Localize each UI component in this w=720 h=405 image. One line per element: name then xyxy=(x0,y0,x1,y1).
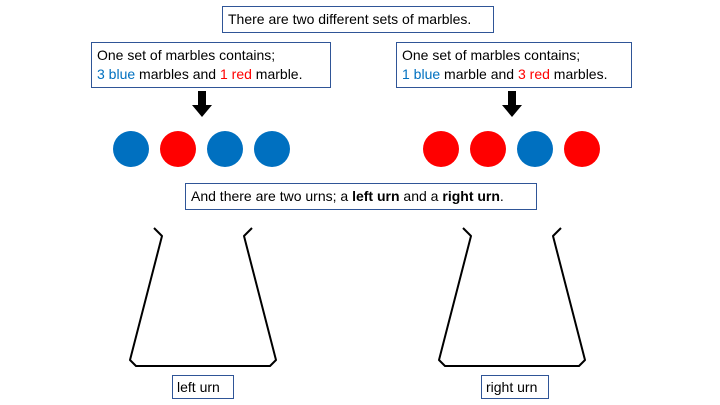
left-set-line1: One set of marbles contains; xyxy=(97,47,276,63)
right-set-mid: marble and xyxy=(440,66,518,82)
left-down-arrow-icon xyxy=(192,91,212,117)
right-set-tail: marbles. xyxy=(549,66,608,82)
left-set-blue-count: 3 blue xyxy=(97,66,136,82)
right-set-box: One set of marbles contains; 1 blue marb… xyxy=(396,42,632,88)
right-set-blue-count: 1 blue xyxy=(402,66,441,82)
title-text: There are two different sets of marbles. xyxy=(228,11,472,27)
right-set-red-count: 3 red xyxy=(517,66,550,82)
left-urn-label-text: left urn xyxy=(177,379,220,395)
title-box: There are two different sets of marbles. xyxy=(222,6,494,33)
left-marble-red xyxy=(160,131,196,167)
left-set-line2: 3 blue marbles and 1 red marble. xyxy=(97,65,325,84)
left-urn-label: left urn xyxy=(172,375,234,399)
left-set-tail: marble. xyxy=(251,66,303,82)
urn-sentence-pre: And there are two urns; a xyxy=(191,188,353,204)
left-set-mid: marbles and xyxy=(135,66,220,82)
left-marble-blue xyxy=(113,131,149,167)
right-urn-label-text: right urn xyxy=(486,379,538,395)
left-marble-blue xyxy=(207,131,243,167)
left-urn-icon xyxy=(129,227,277,367)
urn-sentence-left: left urn xyxy=(352,188,400,204)
right-marble-red xyxy=(470,131,506,167)
right-urn-label: right urn xyxy=(481,375,549,399)
right-marble-red xyxy=(564,131,600,167)
left-set-red-count: 1 red xyxy=(219,66,252,82)
right-set-line2: 1 blue marble and 3 red marbles. xyxy=(402,65,626,84)
urn-sentence-right: right urn xyxy=(442,188,500,204)
urn-sentence-mid: and a xyxy=(399,188,443,204)
urn-sentence-post: . xyxy=(499,188,504,204)
right-down-arrow-icon xyxy=(502,91,522,117)
right-marble-red xyxy=(423,131,459,167)
left-set-box: One set of marbles contains; 3 blue marb… xyxy=(91,42,331,88)
right-urn-icon xyxy=(438,227,586,367)
left-marble-blue xyxy=(254,131,290,167)
right-marble-blue xyxy=(517,131,553,167)
urn-sentence-box: And there are two urns; a left urn and a… xyxy=(185,183,537,210)
right-set-line1: One set of marbles contains; xyxy=(402,47,581,63)
